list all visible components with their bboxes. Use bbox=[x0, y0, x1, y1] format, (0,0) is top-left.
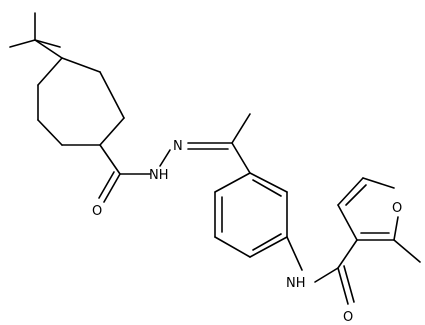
bond bbox=[337, 177, 364, 206]
bond bbox=[159, 149, 171, 167]
bond bbox=[214, 236, 251, 258]
bond bbox=[98, 171, 115, 199]
bond bbox=[231, 113, 251, 144]
bond bbox=[249, 172, 288, 193]
bond bbox=[34, 39, 63, 59]
atom-label-nh-amide: NH bbox=[286, 276, 306, 291]
bond bbox=[231, 142, 251, 174]
bond bbox=[314, 267, 339, 283]
bond bbox=[362, 177, 395, 189]
methylfuran-ring bbox=[337, 177, 421, 263]
tert-butyl-group bbox=[9, 12, 63, 59]
bond bbox=[252, 179, 282, 197]
bond bbox=[61, 57, 101, 73]
bond bbox=[9, 39, 36, 48]
phenyl-ring bbox=[214, 172, 288, 258]
bond bbox=[99, 117, 125, 146]
bond bbox=[34, 39, 61, 48]
bond bbox=[393, 239, 421, 263]
bond bbox=[393, 216, 399, 241]
amide-linker bbox=[286, 236, 358, 305]
bond bbox=[286, 236, 303, 271]
bond bbox=[37, 119, 63, 146]
bond bbox=[337, 239, 358, 269]
bond bbox=[99, 144, 121, 175]
cyclohexane-ring bbox=[37, 57, 125, 146]
bond bbox=[252, 233, 282, 251]
atom-label-nh-hydrazide: NH bbox=[149, 168, 169, 183]
bond bbox=[37, 57, 63, 86]
atom-labels: NH N O NH O O bbox=[92, 139, 402, 325]
bond bbox=[337, 204, 358, 241]
hydrazide-linker bbox=[98, 113, 251, 203]
atom-label-o-furan: O bbox=[392, 201, 402, 216]
bond bbox=[99, 71, 125, 119]
atom-label-o-carbonyl-2: O bbox=[343, 310, 353, 325]
bond bbox=[337, 267, 349, 305]
bond bbox=[249, 236, 288, 258]
bond bbox=[343, 265, 355, 303]
bond bbox=[103, 173, 121, 203]
bond bbox=[345, 184, 367, 206]
bond bbox=[214, 172, 251, 193]
atom-label-o-carbonyl-1: O bbox=[92, 204, 102, 219]
atom-label-n-imine: N bbox=[173, 139, 183, 154]
